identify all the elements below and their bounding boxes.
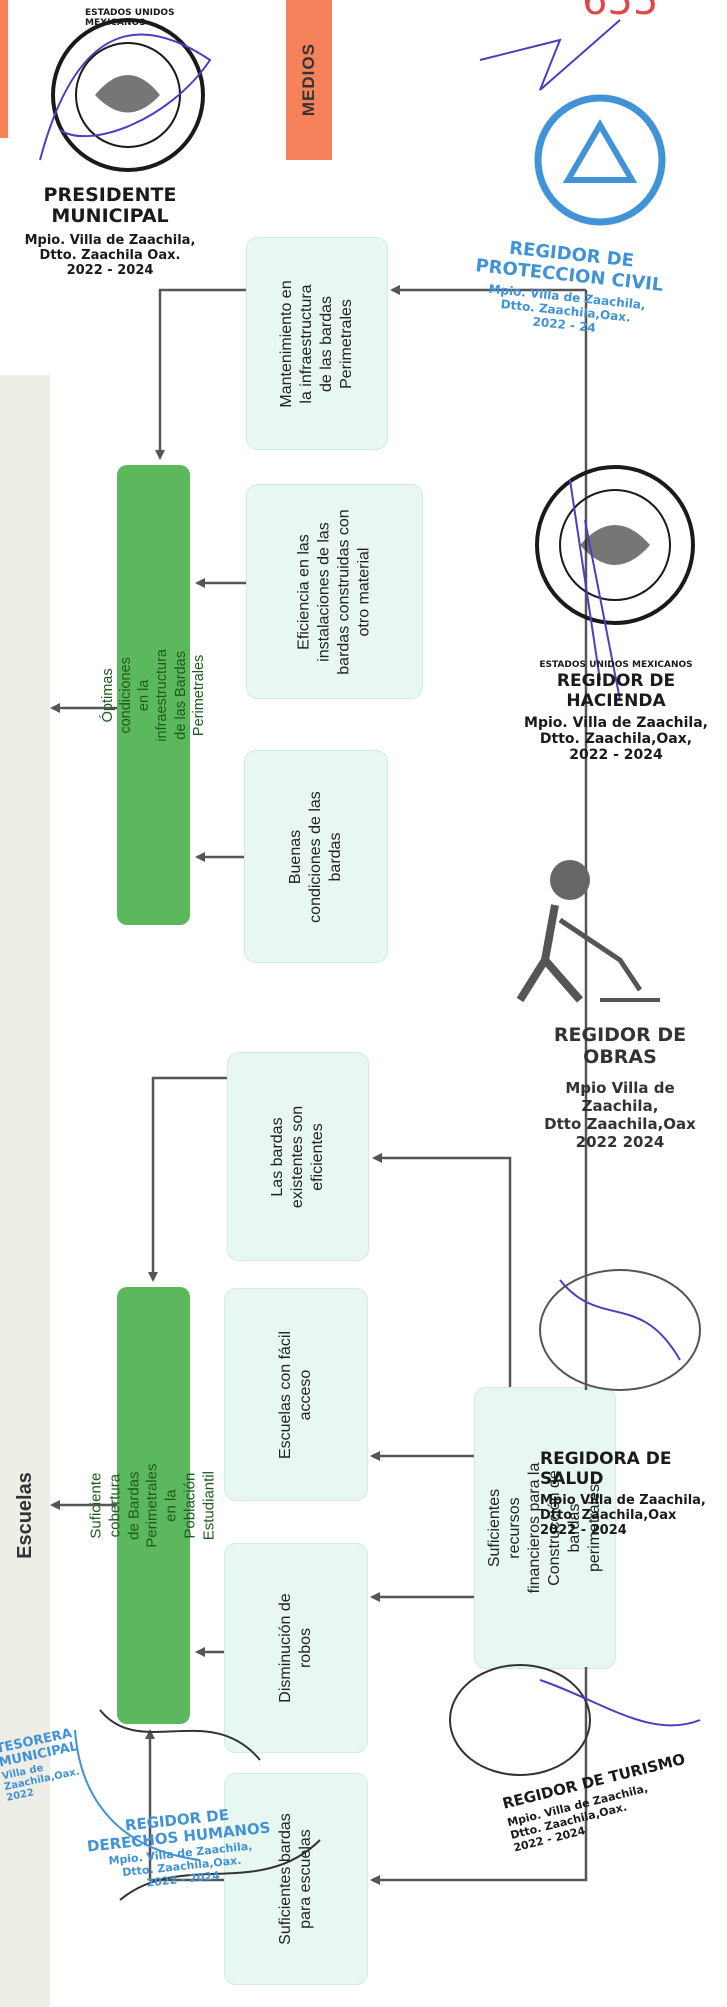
obras-stamp-district: Dtto Zaachila,Oax bbox=[544, 1114, 696, 1133]
presidente-seal-graphic bbox=[39, 18, 212, 172]
salud-stamp-title: REGIDORA DE SALUD bbox=[540, 1449, 672, 1489]
page-number: 655 bbox=[582, 0, 659, 24]
medios-tag: MEDIOS bbox=[286, 0, 332, 160]
hacienda-stamp-place: Mpio. Villa de Zaachila, bbox=[524, 715, 708, 732]
orange-edge-strip bbox=[0, 0, 8, 138]
top-box-eficiencia: Eficiencia en las instalaciones de las b… bbox=[246, 484, 423, 699]
center-box-bottom: Suficiente cobertura de Bardas Perimetra… bbox=[88, 1287, 217, 1724]
bottom-box-robos: Disminución de robos bbox=[224, 1543, 368, 1753]
presidente-seal-text: ESTADOS UNIDOS MEXICANOS bbox=[85, 8, 175, 28]
obras-stamp-period: 2022 2024 bbox=[575, 1132, 665, 1151]
proteccion-emblem-graphic bbox=[479, 19, 666, 226]
side-panel: Escuelas bbox=[0, 375, 50, 2007]
hacienda-stamp-district: Dtto. Zaachila,Oax, bbox=[539, 731, 693, 748]
connector-existentes-to-center bbox=[148, 1076, 227, 1282]
hacienda-stamp-title: REGIDOR DE HACIENDA bbox=[556, 671, 676, 711]
presidente-stamp-district: Dtto. Zaachila Oax. bbox=[39, 247, 181, 263]
bottom-box-acceso: Escuelas con fácil acceso bbox=[224, 1288, 368, 1501]
hacienda-stamp: ESTADOS UNIDOS MEXICANOS REGIDOR DE HACI… bbox=[505, 660, 727, 763]
presidente-stamp-title: PRESIDENTE MUNICIPAL bbox=[43, 184, 177, 227]
obras-stamp-place: Mpio Villa de Zaachila, bbox=[565, 1078, 675, 1115]
top-box-mantenimiento: Mantenimiento en la infraestructura de l… bbox=[246, 237, 388, 450]
derechos-emblem-graphic bbox=[74, 1709, 321, 1901]
source-box-recursos: Suficientes recursos financieros para la… bbox=[474, 1387, 616, 1669]
connector-mantenimiento-to-center bbox=[155, 288, 246, 460]
bottom-box-suficientes: Suficientes bardas para escuelas bbox=[224, 1773, 368, 1985]
obras-stamp-title: REGIDOR DE OBRAS bbox=[553, 1024, 687, 1068]
bottom-box-existentes: Las bardas existentes son eficientes bbox=[227, 1052, 369, 1261]
top-box-buenas: Buenas condiciones de las bardas bbox=[244, 750, 388, 963]
presidente-stamp-place: Mpio. Villa de Zaachila, bbox=[24, 232, 196, 248]
turismo-emblem-graphic bbox=[449, 1664, 701, 1776]
connector-suficientes-to-center bbox=[145, 1729, 224, 1882]
salud-stamp: REGIDORA DE SALUD Mpio Villa de Zaachila… bbox=[540, 1449, 720, 1539]
hacienda-seal-text: ESTADOS UNIDOS MEXICANOS bbox=[539, 660, 693, 670]
presidente-stamp-period: 2022 - 2024 bbox=[66, 262, 154, 278]
obras-worker-icon bbox=[516, 860, 660, 1003]
presidente-stamp: ESTADOS UNIDOS MEXICANOS PRESIDENTE MUNI… bbox=[0, 8, 220, 278]
salud-stamp-district: Dtto. Zaachila,Oax bbox=[540, 1508, 677, 1524]
hacienda-seal-graphic bbox=[535, 465, 695, 701]
arrow-source-to-existentes bbox=[372, 1153, 512, 1387]
salud-stamp-period: 2022 - 2024 bbox=[540, 1523, 627, 1539]
obras-stamp: REGIDOR DE OBRAS Mpio Villa de Zaachila,… bbox=[525, 1024, 715, 1151]
center-box-top: Óptimas condiciones en la infraestructur… bbox=[100, 465, 207, 925]
salud-stamp-place: Mpio Villa de Zaachila, bbox=[540, 1493, 706, 1509]
salud-emblem-graphic bbox=[539, 1269, 701, 1391]
hacienda-stamp-period: 2022 - 2024 bbox=[569, 747, 663, 764]
